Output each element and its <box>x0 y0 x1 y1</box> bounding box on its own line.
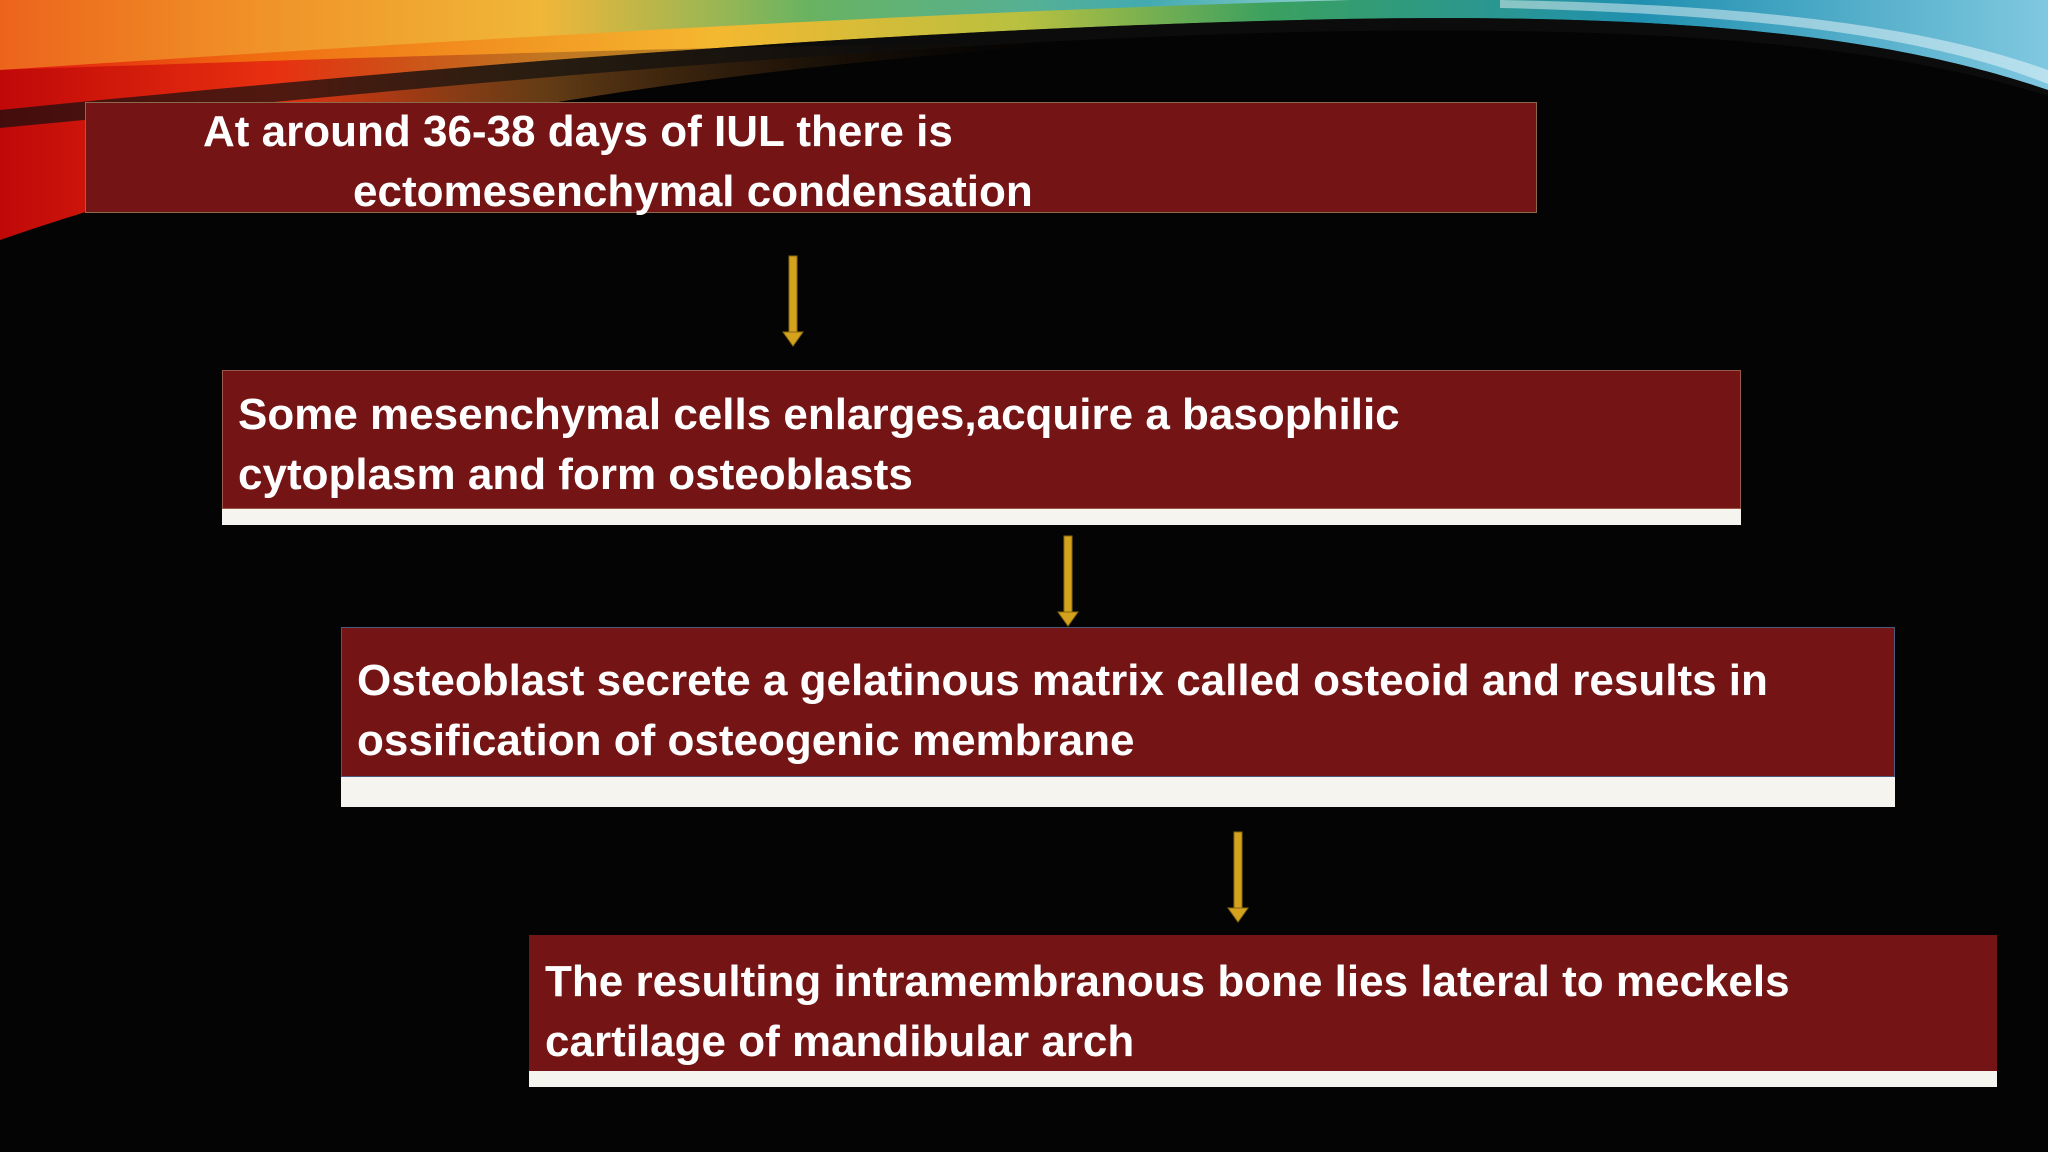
decorative-rainbow-swoosh <box>0 0 2048 240</box>
step-2-line-1: Some mesenchymal cells enlarges,acquire … <box>238 390 1400 439</box>
step-4-underline-strip <box>529 1071 1997 1087</box>
step-1-text: At around 36-38 days of IUL there is ect… <box>85 102 1537 216</box>
step-3-text: Osteoblast secrete a gelatinous matrix c… <box>357 651 1768 771</box>
step-3-line-1: Osteoblast secrete a gelatinous matrix c… <box>357 656 1768 705</box>
step-1-line-1: At around 36-38 days of IUL there is <box>203 107 953 156</box>
step-3-line-2: ossification of osteogenic membrane <box>357 716 1135 765</box>
step-1-panel <box>85 102 1537 213</box>
step-2-panel <box>222 370 1741 509</box>
step-2-underline-strip <box>222 509 1741 525</box>
step-4-line-2: cartilage of mandibular arch <box>545 1017 1135 1066</box>
flow-step-4: The resulting intramembranous bone lies … <box>529 935 1997 1087</box>
step-2-text: Some mesenchymal cells enlarges,acquire … <box>238 385 1400 505</box>
step-4-panel <box>529 935 1997 1071</box>
step-4-text: The resulting intramembranous bone lies … <box>545 952 1790 1072</box>
flow-step-3: Osteoblast secrete a gelatinous matrix c… <box>341 627 1895 807</box>
flow-step-1: At around 36-38 days of IUL there is ect… <box>85 102 1537 216</box>
step-2-line-2: cytoplasm and form osteoblasts <box>238 450 913 499</box>
down-arrow-icon <box>782 255 804 347</box>
step-3-underline-strip <box>341 777 1895 807</box>
step-4-line-1: The resulting intramembranous bone lies … <box>545 957 1790 1006</box>
down-arrow-icon <box>1227 831 1249 923</box>
step-3-panel <box>341 627 1895 777</box>
down-arrow-icon <box>1057 535 1079 627</box>
flow-step-2: Some mesenchymal cells enlarges,acquire … <box>222 370 1741 525</box>
step-1-line-2: ectomesenchymal condensation <box>353 167 1033 216</box>
